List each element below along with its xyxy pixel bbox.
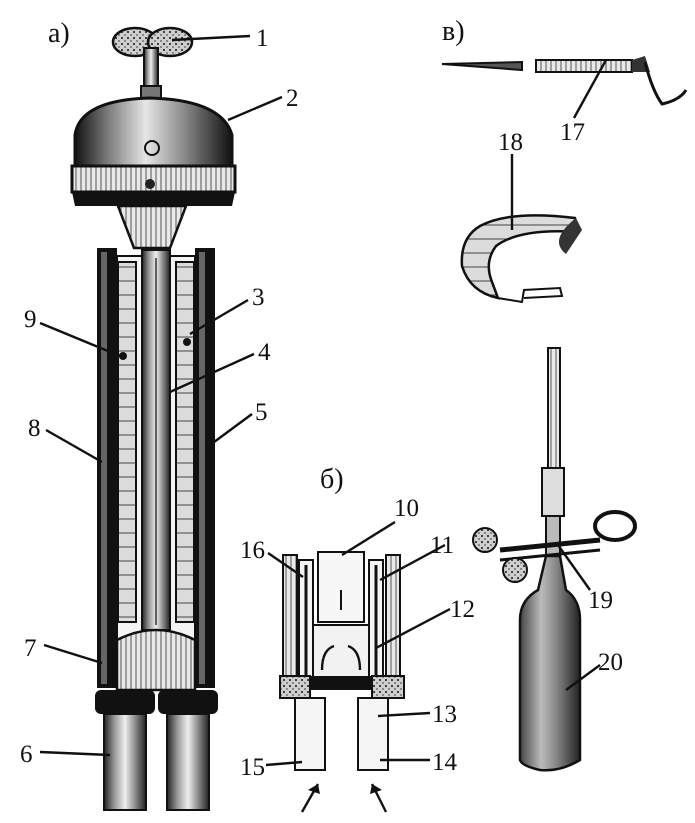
thermometer-wet: [117, 261, 137, 623]
apparatus-a: [70, 26, 237, 811]
apparatus-b-section: [279, 551, 405, 813]
clockwork-dome: [70, 96, 237, 206]
label-7: 7: [24, 635, 37, 662]
section-chamber: [312, 624, 370, 679]
protection-tube-left: [103, 713, 147, 811]
panel-label-v: в): [442, 16, 465, 47]
label-4: 4: [258, 339, 271, 366]
label-15: 15: [240, 754, 265, 781]
label-2: 2: [286, 85, 299, 112]
label-17: 17: [560, 119, 585, 146]
label-5: 5: [255, 399, 268, 426]
pipette-17: [441, 56, 688, 106]
label-11: 11: [430, 532, 454, 559]
section-tube-left: [294, 697, 326, 771]
thermometer-dry: [175, 261, 195, 623]
panel-label-a: а): [48, 18, 70, 49]
inlet-arrow-right: [370, 783, 388, 813]
ring-clip-18: [460, 214, 582, 304]
collar-left: [95, 690, 155, 714]
protection-tube-right: [166, 713, 210, 811]
lower-chamber: [115, 628, 197, 692]
label-12: 12: [450, 596, 475, 623]
section-tube-right: [357, 697, 389, 771]
label-1: 1: [256, 25, 269, 52]
panel-label-b: б): [320, 464, 344, 495]
label-3: 3: [252, 284, 265, 311]
inlet-arrow-left: [300, 783, 320, 813]
label-19: 19: [588, 587, 613, 614]
label-6: 6: [20, 741, 33, 768]
label-18: 18: [498, 129, 523, 156]
aspiration-funnel: [116, 204, 188, 250]
leader-lines: [39, 34, 608, 767]
section-central-tube: [317, 551, 365, 623]
psychrometer-19-20: [472, 347, 637, 772]
label-14: 14: [432, 749, 458, 776]
accessories-v: [441, 56, 688, 772]
label-8: 8: [28, 415, 41, 442]
collar-right: [158, 690, 218, 714]
label-10: 10: [394, 495, 419, 522]
label-16: 16: [240, 537, 265, 564]
label-13: 13: [432, 701, 457, 728]
label-9: 9: [24, 306, 37, 333]
label-20: 20: [598, 649, 623, 676]
